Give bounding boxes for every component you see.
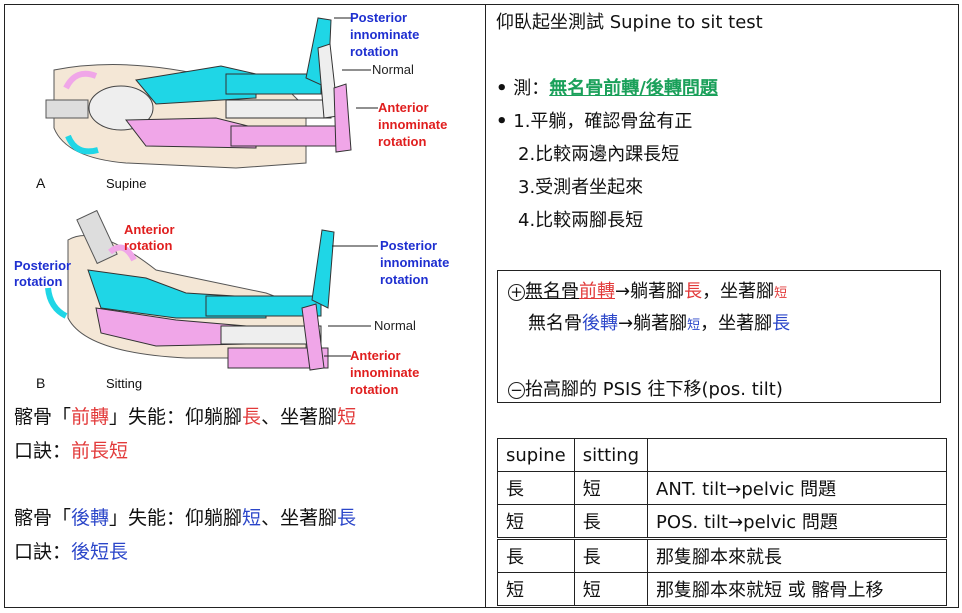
normal-femur-a bbox=[225, 99, 332, 119]
panel-a-caption: Supine bbox=[106, 176, 146, 191]
cell-sitting: 短 bbox=[573, 572, 649, 606]
cell-interpretation: ANT. tilt→pelvic 問題 bbox=[647, 471, 948, 505]
panel-b-caption: Sitting bbox=[106, 376, 142, 391]
panel-b-sitting: Anterior rotation Posterior rotation Pos… bbox=[14, 209, 453, 397]
column-divider bbox=[485, 4, 486, 608]
cell-sitting: 長 bbox=[573, 504, 649, 539]
cell-sitting: 短 bbox=[573, 471, 649, 505]
panel-a-normal-label: Normal bbox=[372, 62, 414, 77]
table-header-row: supine sitting bbox=[497, 438, 948, 472]
anterior-foot-a bbox=[333, 83, 352, 153]
rotation-arrow-top-a bbox=[63, 70, 98, 90]
note-posterior-dysfunction: 髂骨「後轉」失能：仰躺腳短、坐著腳長 bbox=[14, 507, 357, 529]
page-frame bbox=[4, 4, 959, 608]
panel-b-posterior-rotation-label: Posterior rotation bbox=[14, 258, 75, 289]
rotation-arrow-bottom-a bbox=[65, 134, 99, 155]
panel-a-posterior-label: Posterior innominate rotation bbox=[350, 10, 423, 59]
spine-a bbox=[45, 99, 89, 119]
posterior-femur-b bbox=[205, 295, 322, 317]
step-1: • 1.平躺，確認骨盆有正 bbox=[496, 111, 693, 132]
spine-b bbox=[76, 209, 118, 265]
header-sitting: sitting bbox=[573, 438, 649, 472]
panel-b-anterior-rotation-label: Anterior rotation bbox=[124, 222, 178, 253]
interpretation-box: +無名骨前轉→躺著腳長，坐著腳短 無名骨後轉→躺著腳短，坐著腳長 −抬高腳的 P… bbox=[497, 270, 941, 403]
cell-supine: 短 bbox=[497, 572, 575, 606]
panel-b-posterior-label: Posterior innominate rotation bbox=[380, 238, 453, 287]
rotation-arrow-anterior-b bbox=[108, 244, 137, 262]
note-anterior-dysfunction: 髂骨「前轉」失能：仰躺腳長、坐著腳短 bbox=[14, 406, 357, 428]
plus-circle-icon: + bbox=[508, 283, 525, 301]
anterior-foot-b bbox=[301, 303, 325, 371]
step-4: 4.比較兩腳長短 bbox=[518, 210, 644, 231]
table-row: 短 長 POS. tilt→pelvic 問題 bbox=[497, 504, 948, 539]
cell-supine: 長 bbox=[497, 537, 575, 573]
step-2: 2.比較兩邊內踝長短 bbox=[518, 144, 680, 165]
leg-length-table: supine sitting 長 短 ANT. tilt→pelvic 問題 短… bbox=[497, 438, 948, 606]
table-row: 短 短 那隻腳本來就短 或 髂骨上移 bbox=[497, 572, 948, 606]
test-title: 仰臥起坐測試 Supine to sit test bbox=[496, 12, 763, 33]
pelvis-rotation-illustration: Posterior innominate rotation Normal Ant… bbox=[14, 10, 453, 397]
cell-interpretation: POS. tilt→pelvic 問題 bbox=[647, 504, 948, 539]
panel-b-anterior-label: Anterior innominate rotation bbox=[350, 348, 423, 397]
panel-a-supine: Posterior innominate rotation Normal Ant… bbox=[36, 10, 451, 191]
panel-b-normal-label: Normal bbox=[374, 318, 416, 333]
rotation-arrow-posterior-b bbox=[45, 287, 68, 319]
interpretation-anterior: +無名骨前轉→躺著腳長，坐著腳短 bbox=[508, 277, 787, 303]
panel-a-anterior-label: Anterior innominate rotation bbox=[378, 100, 451, 149]
anterior-leg-b bbox=[227, 347, 329, 369]
minus-circle-icon: − bbox=[508, 381, 525, 399]
cell-interpretation: 那隻腳本來就長 bbox=[647, 537, 948, 573]
cell-supine: 短 bbox=[497, 504, 575, 539]
cell-sitting: 長 bbox=[573, 537, 649, 573]
cell-interpretation: 那隻腳本來就短 或 髂骨上移 bbox=[647, 572, 948, 606]
sacrum-a bbox=[88, 85, 154, 131]
anterior-femur-b bbox=[220, 325, 322, 345]
header-blank bbox=[647, 438, 948, 472]
table-row: 長 短 ANT. tilt→pelvic 問題 bbox=[497, 471, 948, 505]
header-supine: supine bbox=[497, 438, 575, 472]
mnemonic-anterior: 口訣：前長短 bbox=[14, 440, 129, 462]
posterior-foot-b bbox=[311, 229, 335, 309]
mnemonic-posterior: 口訣：後短長 bbox=[14, 541, 129, 563]
anterior-femur-a bbox=[230, 125, 340, 147]
step-3: 3.受測者坐起來 bbox=[518, 177, 644, 198]
panel-a-letter: A bbox=[36, 175, 46, 191]
interpretation-psis: −抬高腳的 PSIS 往下移(pos. tilt) bbox=[508, 375, 783, 401]
panel-b-letter: B bbox=[36, 375, 45, 391]
cell-supine: 長 bbox=[497, 471, 575, 505]
interpretation-posterior: 無名骨後轉→躺著腳短，坐著腳長 bbox=[528, 313, 791, 334]
table-row: 長 長 那隻腳本來就長 bbox=[497, 537, 948, 573]
test-purpose: • 測：無名骨前轉/後轉問題 bbox=[496, 78, 718, 99]
